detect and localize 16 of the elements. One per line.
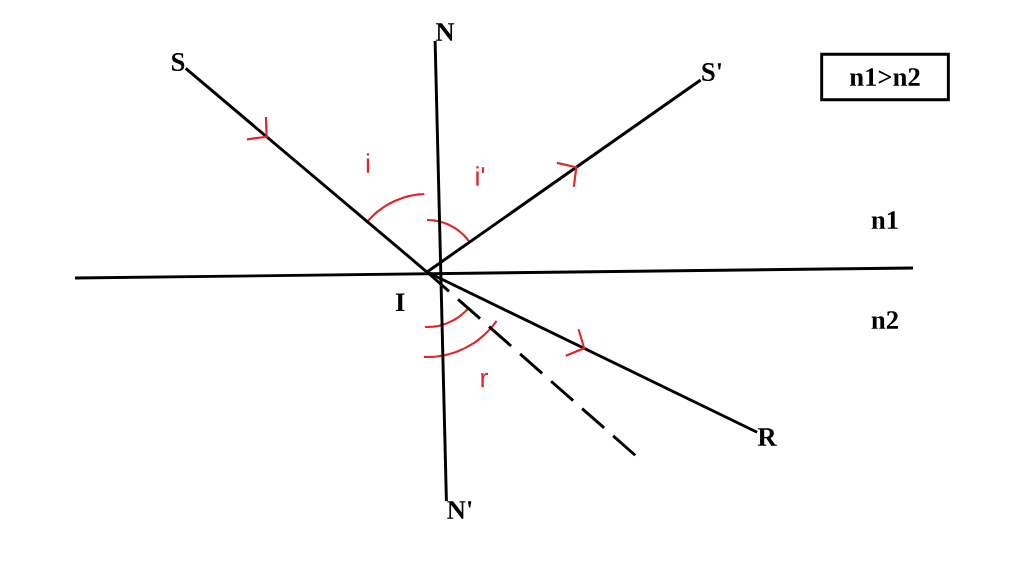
normal-line <box>433 40 448 502</box>
point-label: S <box>172 53 185 71</box>
angle-label: i <box>366 153 370 173</box>
light-ray <box>184 67 428 274</box>
ratio-box: n1>n2 <box>820 52 950 102</box>
angle-label: r <box>481 372 488 388</box>
light-ray <box>426 78 702 274</box>
medium-label: n2 <box>871 311 898 329</box>
angle-label: i' <box>476 166 485 186</box>
point-label: R <box>757 428 777 446</box>
extension-line <box>426 270 637 458</box>
point-label: N' <box>447 501 472 519</box>
point-label: I <box>395 293 405 312</box>
point-label: N <box>435 23 455 41</box>
medium-label: n1 <box>871 211 898 229</box>
point-label: S' <box>702 63 722 81</box>
